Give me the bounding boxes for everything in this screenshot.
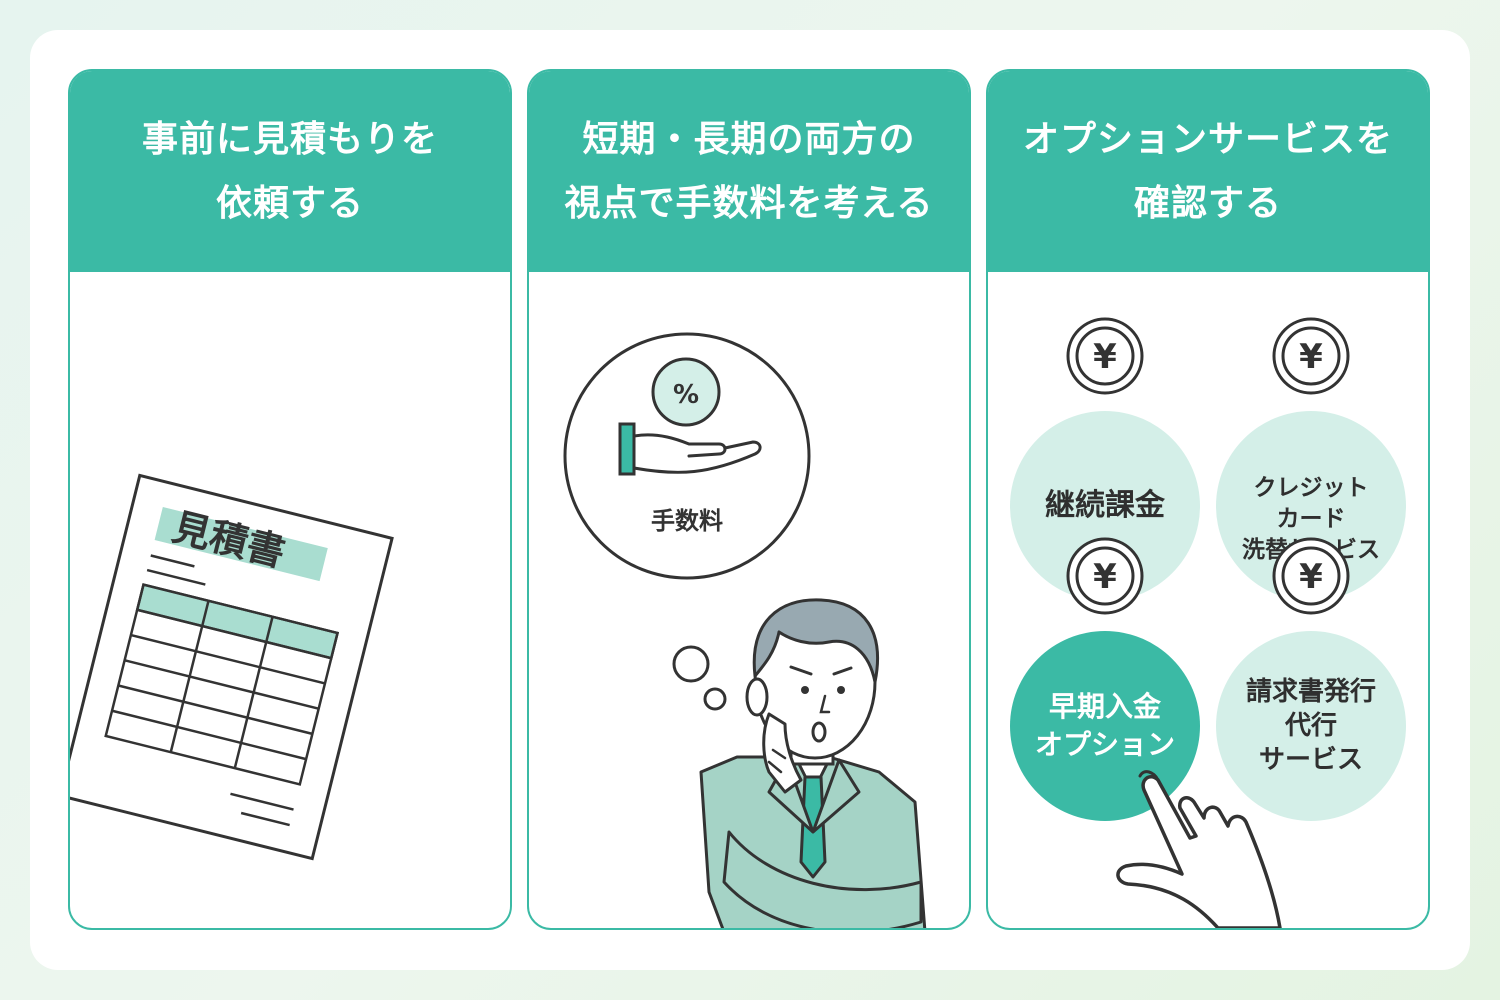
card-estimate-title-line-1: 事前に見積もりを [141,118,438,160]
card-options-title-line-2: 確認する [1133,182,1282,224]
businessman-icon [699,598,927,928]
pointing-hand-icon [1116,770,1282,928]
card-fees-title: 短期・長期の両方の 視点で手数料を考える [529,71,969,272]
card-estimate-illustration: 見積書 [70,272,510,928]
card-options-illustration: 継続課金 クレジット カード 洗替サービス 早期入金 オプション 請求書発行 代… [988,272,1428,928]
yen-coin-icon: ¥ [1066,317,1144,395]
yen-symbol: ¥ [1093,337,1117,377]
thinking-illustration: % 手数料 [563,332,927,928]
yen-coin-icon: ¥ [1272,537,1350,615]
yen-symbol: ¥ [1093,557,1117,597]
option-early-deposit-label-2: オプション [1034,728,1175,761]
thought-bubble-icon [563,332,811,711]
option-early-deposit: 早期入金 オプション [1010,631,1200,821]
card-estimate-title: 事前に見積もりを 依頼する [70,71,510,272]
percent-symbol: % [673,380,699,410]
card-estimate-title-line-2: 依頼する [215,182,364,224]
option-invoice-service-label-3: サービス [1258,745,1363,775]
hand-icon [618,422,762,476]
percent-coin-icon: % [651,357,721,427]
yen-coin-icon: ¥ [1066,537,1144,615]
yen-symbol: ¥ [1299,557,1323,597]
option-card-update-label-2: カード [1276,505,1346,532]
card-fees-title-line-2: 視点で手数料を考える [564,182,934,224]
card-fees-illustration: % 手数料 [529,272,969,928]
card-options-title: オプションサービスを 確認する [988,71,1428,272]
option-card-update-label-1: クレジット [1253,474,1369,501]
option-recurring-billing-label: 継続課金 [1045,488,1165,523]
card-estimate: 事前に見積もりを 依頼する 見積書 [68,69,512,930]
card-fees-title-line-1: 短期・長期の両方の [582,118,916,160]
option-invoice-service-label-1: 請求書発行 [1245,677,1376,707]
card-fees: 短期・長期の両方の 視点で手数料を考える % 手数料 [527,69,971,930]
card-options: オプションサービスを 確認する 継続課金 クレジット カード 洗替サービス 早期… [986,69,1430,930]
yen-symbol: ¥ [1299,337,1323,377]
fee-label: 手数料 [651,507,723,535]
yen-coin-icon: ¥ [1272,317,1350,395]
option-invoice-service: 請求書発行 代行 サービス [1216,631,1406,821]
option-invoice-service-label-2: 代行 [1284,711,1337,741]
option-early-deposit-label-1: 早期入金 [1048,690,1161,723]
document-icon: 見積書 [70,473,394,861]
card-options-title-line-1: オプションサービスを [1022,118,1393,160]
